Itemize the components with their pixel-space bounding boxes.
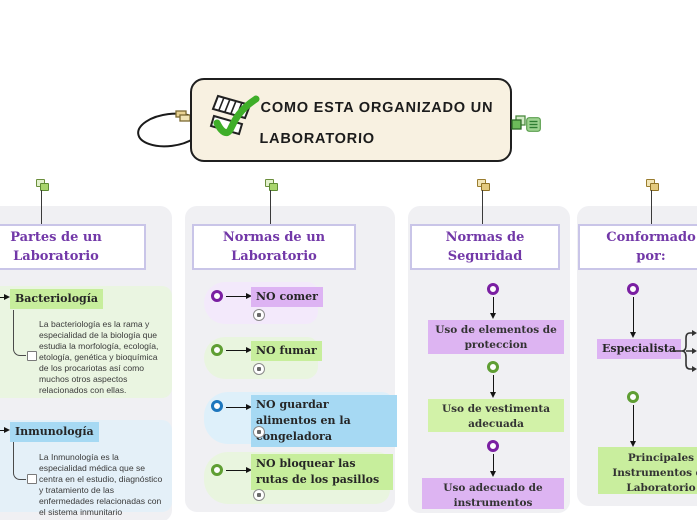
pages-icon[interactable]: [646, 179, 659, 191]
root-title-line1: COMO ESTA ORGANIZADO UN: [260, 100, 494, 116]
arrow: [226, 346, 252, 353]
emoji-circle-icon[interactable]: [253, 309, 265, 321]
connector: [13, 442, 26, 480]
arrow: [226, 292, 252, 299]
root-title: COMO ESTA ORGANIZADO UN LABORATORIO: [259, 93, 501, 155]
arrow-down: [489, 454, 496, 477]
term-bacteriologia[interactable]: Bacteriología: [10, 289, 104, 309]
rule-label: NO guardar alimentos en la congeladora: [256, 398, 351, 443]
bullet-dot[interactable]: [487, 283, 499, 295]
connector: [13, 310, 26, 356]
column-header-conformado[interactable]: Conformado por:: [578, 224, 697, 270]
header-stem: [41, 190, 42, 224]
column-header-normas-seguridad[interactable]: Normas de Seguridad: [410, 224, 560, 270]
bullet-dot[interactable]: [211, 400, 223, 412]
arrow: [0, 426, 10, 433]
arrow: [0, 293, 10, 300]
header-stem: [651, 190, 652, 224]
bullet-dot[interactable]: [211, 344, 223, 356]
step-uso-elementos-proteccion[interactable]: Uso de elementos de proteccion: [428, 320, 564, 354]
header-stem: [270, 190, 271, 224]
pages-icon[interactable]: [36, 179, 49, 191]
rule-no-bloquear-rutas[interactable]: NO bloquear las rutas de los pasillos: [251, 454, 393, 490]
bullet-dot[interactable]: [487, 361, 499, 373]
definition-bacteriologia[interactable]: La bacteriología es la rama y especialid…: [39, 319, 159, 395]
rule-no-comer[interactable]: NO comer: [251, 287, 323, 307]
item-label: Especialista: [602, 342, 677, 355]
pages-icon[interactable]: [477, 179, 490, 191]
item-label: Principales Instrumentos de Laboratorio: [612, 452, 697, 494]
step-label: Uso de vestimenta adecuada: [441, 403, 550, 430]
term-inmunologia[interactable]: Inmunología: [10, 422, 99, 442]
step-label: Uso adecuado de instrumentos: [443, 482, 543, 509]
root-title-line2: LABORATORIO: [259, 131, 376, 147]
fork-bracket: [672, 330, 697, 372]
column-header-partes[interactable]: Partes de un Laboratorio: [0, 224, 146, 270]
step-uso-adecuado-instrumentos[interactable]: Uso adecuado de instrumentos: [422, 478, 564, 509]
rule-label: NO comer: [256, 290, 318, 303]
header-label: Partes de un Laboratorio: [10, 230, 102, 264]
bullet-dot[interactable]: [627, 283, 639, 295]
step-uso-vestimenta[interactable]: Uso de vestimenta adecuada: [428, 399, 564, 432]
column-header-normas-laboratorio[interactable]: Normas de un Laboratorio: [192, 224, 356, 270]
header-stem: [482, 190, 483, 224]
notes-icon[interactable]: [526, 117, 541, 132]
header-label: Conformado por:: [606, 230, 696, 264]
arrow: [226, 466, 252, 473]
bullet-dot[interactable]: [211, 290, 223, 302]
emoji-circle-icon[interactable]: [253, 426, 265, 438]
bullet-dot[interactable]: [211, 464, 223, 476]
checkbox-icon[interactable]: [27, 351, 37, 361]
tag-icon[interactable]: [175, 110, 191, 123]
rule-no-fumar[interactable]: NO fumar: [251, 341, 322, 361]
arrow: [226, 403, 252, 410]
checkbox-icon[interactable]: [27, 474, 37, 484]
item-principales-instrumentos[interactable]: Principales Instrumentos de Laboratorio: [598, 447, 697, 494]
emoji-circle-icon[interactable]: [253, 489, 265, 501]
checklist-icon: [209, 94, 260, 137]
arrow-down: [629, 405, 636, 447]
bullet-dot[interactable]: [487, 440, 499, 452]
rule-no-guardar-alimentos[interactable]: NO guardar alimentos en la congeladora: [251, 395, 397, 447]
arrow-down: [489, 297, 496, 319]
term-label: Inmunología: [15, 425, 94, 438]
rule-label: NO fumar: [256, 344, 317, 357]
bullet-dot[interactable]: [627, 391, 639, 403]
root-node[interactable]: COMO ESTA ORGANIZADO UN LABORATORIO: [190, 78, 512, 162]
step-label: Uso de elementos de proteccion: [435, 324, 557, 351]
item-especialista[interactable]: Especialista: [597, 339, 682, 359]
definition-inmunologia[interactable]: La Inmunología es la especialidad médica…: [39, 452, 163, 517]
header-label: Normas de Seguridad: [445, 230, 525, 264]
pages-icon[interactable]: [265, 179, 278, 191]
header-label: Normas de un Laboratorio: [222, 230, 326, 264]
arrow-down: [489, 375, 496, 398]
copy-icon[interactable]: [511, 115, 527, 131]
arrow-down: [629, 297, 636, 338]
emoji-circle-icon[interactable]: [253, 363, 265, 375]
rule-label: NO bloquear las rutas de los pasillos: [256, 457, 380, 486]
term-label: Bacteriología: [15, 292, 99, 305]
